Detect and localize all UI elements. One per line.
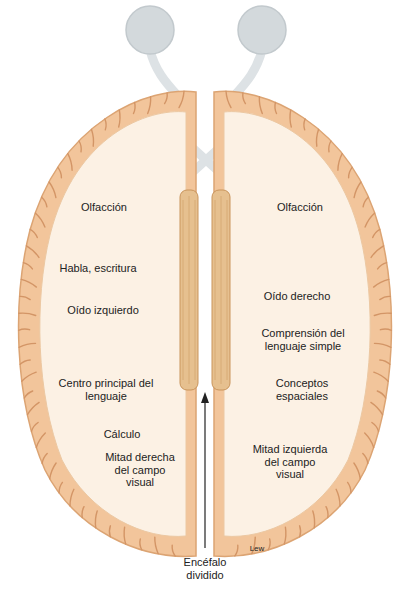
cortex-sulcus bbox=[95, 511, 97, 528]
cortex-sulcus bbox=[70, 489, 74, 506]
cortex-sulcus bbox=[42, 454, 47, 464]
cortex-sulcus bbox=[172, 545, 175, 556]
left-hemisphere bbox=[19, 91, 198, 556]
artist-signature: Lew bbox=[242, 544, 272, 553]
cortex-sulcus bbox=[105, 119, 106, 130]
cortex-sulcus bbox=[79, 141, 81, 152]
cortex-sulcus bbox=[30, 229, 37, 237]
region-label: Olfacción bbox=[59, 201, 149, 214]
region-label: Cálculo bbox=[87, 428, 157, 441]
region-label: Mitad derecha del campo visual bbox=[102, 451, 178, 489]
cortex-sulcus bbox=[134, 103, 136, 114]
cortex-sulcus bbox=[68, 154, 72, 171]
cortex-sulcus bbox=[59, 482, 62, 493]
cortex-sulcus bbox=[124, 527, 126, 544]
cortex-sulcus bbox=[20, 360, 30, 364]
cortex-sulcus bbox=[119, 110, 120, 127]
cortex-sulcus bbox=[49, 182, 56, 198]
cortex-sulcus bbox=[35, 213, 45, 227]
region-label: Centro principal del lenguaje bbox=[58, 377, 154, 402]
cortex-sulcus bbox=[91, 129, 93, 146]
cortex-sulcus bbox=[26, 246, 39, 258]
cortex-sulcus bbox=[109, 526, 110, 537]
cortex-sulcus bbox=[36, 433, 45, 447]
cortex-sulcus bbox=[140, 539, 142, 550]
right-hemisphere bbox=[212, 91, 391, 556]
cortex-sulcus bbox=[42, 197, 47, 207]
region-label: Oído izquierdo bbox=[53, 304, 153, 317]
leader-arrow bbox=[201, 392, 209, 548]
cortex-sulcus bbox=[32, 423, 39, 432]
cortex-sulcus bbox=[20, 296, 31, 299]
region-label: Oído derecho bbox=[247, 290, 347, 303]
cortex-sulcus bbox=[23, 263, 32, 269]
cortex-sulcus bbox=[155, 537, 158, 554]
cortex-sulcus bbox=[58, 167, 62, 177]
cortex-sulcus bbox=[179, 91, 184, 107]
cortex-sulcus bbox=[82, 507, 84, 518]
cortex-sulcus bbox=[165, 93, 168, 104]
cortex-sulcus bbox=[148, 97, 151, 114]
cortex-sulcus bbox=[19, 313, 36, 315]
region-label: Mitad izquierda del campo visual bbox=[250, 443, 330, 481]
cortex-sulcus bbox=[21, 279, 36, 287]
region-label: Habla, escritura bbox=[43, 262, 153, 275]
cortex-sulcus bbox=[28, 402, 40, 414]
callout-label: Encéfalo dividido bbox=[165, 556, 245, 581]
cortex-sulcus bbox=[22, 372, 36, 381]
region-label: Olfacción bbox=[255, 201, 345, 214]
cortex-sulcus bbox=[19, 343, 36, 347]
cortex-sulcus bbox=[50, 463, 56, 479]
region-label: Conceptos espaciales bbox=[257, 377, 347, 402]
region-label: Comprensión del lenguaje simple bbox=[250, 327, 356, 352]
cortex-sulcus bbox=[19, 329, 30, 330]
cortex-sulcus bbox=[24, 391, 32, 398]
